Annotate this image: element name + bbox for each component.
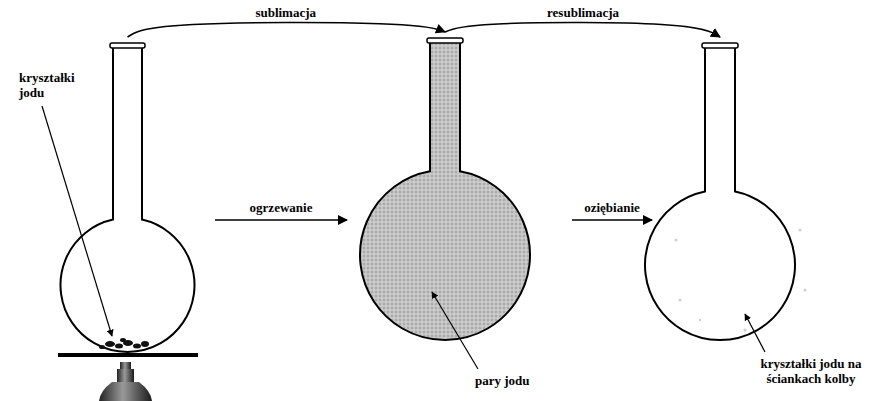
flask-node: kryształki jodu na ściankach kolby — [660, 40, 888, 398]
flask-content — [360, 40, 530, 340]
burner-body — [99, 382, 152, 401]
flask-wall — [60, 45, 194, 352]
flask-label: pary jodu — [475, 373, 557, 388]
step-arrow — [572, 219, 652, 221]
flask-content — [60, 45, 194, 352]
flask-label: kryształki jodu — [19, 70, 85, 100]
iodine-crystals — [99, 338, 149, 349]
leader-line — [745, 314, 765, 352]
flask-content — [645, 45, 795, 340]
flask-label: kryształki jodu na ściankach kolby — [748, 356, 874, 386]
process-label: resublimacja — [545, 5, 621, 20]
flask-wall — [360, 40, 530, 340]
leader-line — [42, 106, 112, 336]
flask-wall — [645, 45, 795, 340]
flask-node: kryształki jodu — [15, 40, 205, 358]
burner-tube — [117, 369, 134, 383]
process-label: sublimacja — [253, 5, 318, 20]
flask-outline — [660, 40, 888, 398]
leader-line — [432, 292, 478, 369]
step-arrow — [215, 219, 347, 221]
process-label: oziębianie — [582, 200, 642, 215]
process-arc-arrow — [128, 23, 446, 37]
flask-lip — [110, 43, 145, 48]
flask-node: pary jodu — [355, 35, 562, 397]
stand-plate — [58, 353, 198, 357]
process-label: ogrzewanie — [248, 200, 315, 215]
burner-nozzle — [120, 362, 131, 370]
process-arc-arrow — [445, 23, 720, 37]
flask-outline — [355, 35, 562, 397]
flask-lip — [702, 43, 738, 48]
wall-crystals — [675, 229, 807, 332]
flask-lip — [427, 38, 463, 43]
